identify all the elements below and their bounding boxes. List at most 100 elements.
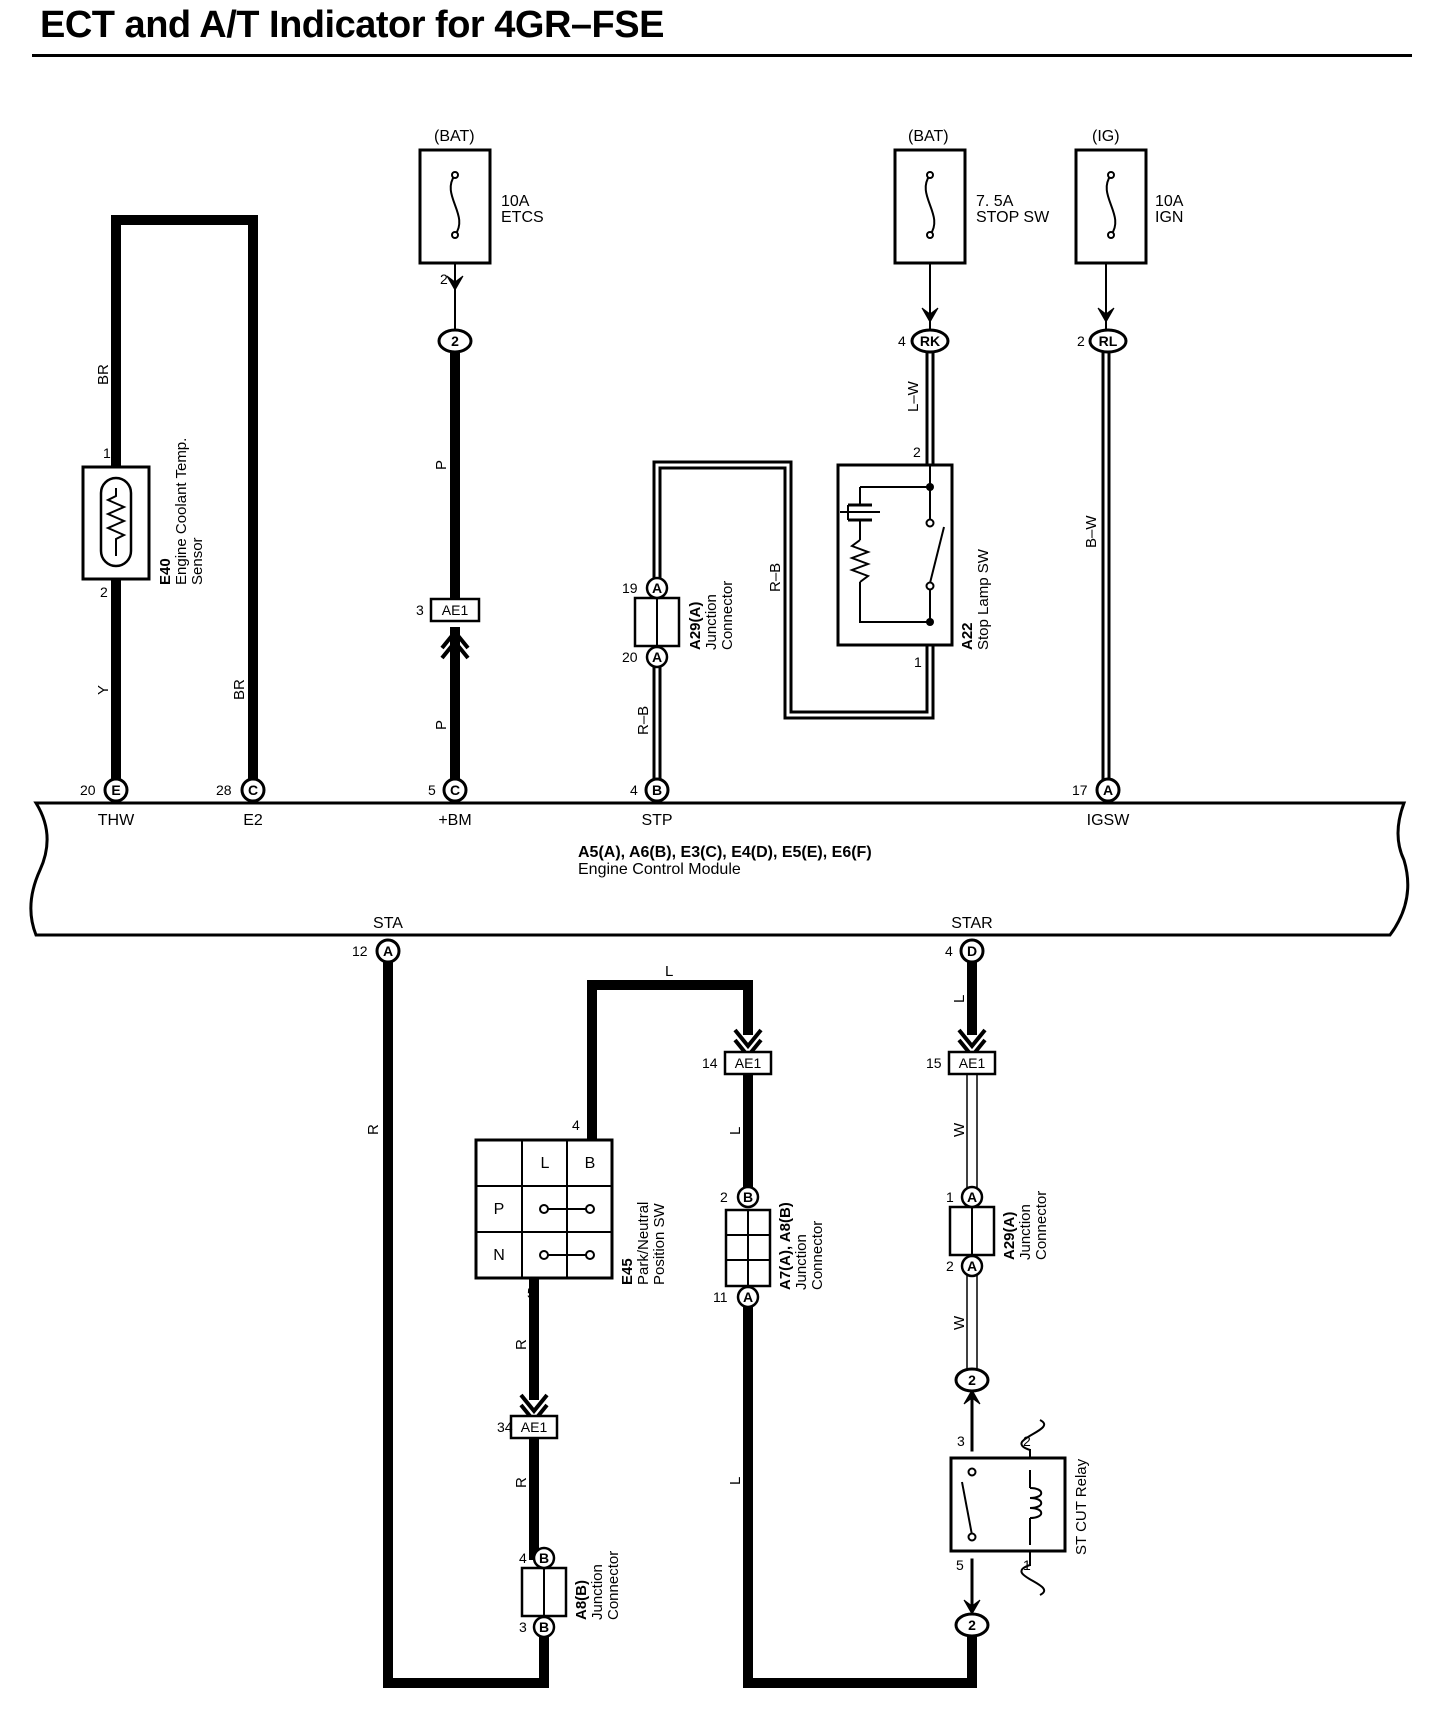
a7-a8-junction-connector: B A 2 11 A7(A), A8(B) Junction Connector [713, 1185, 826, 1309]
svg-text:Junction: Junction [589, 1564, 606, 1620]
svg-text:A29(A): A29(A) [1001, 1212, 1018, 1260]
pin-label: 2 [946, 1258, 954, 1274]
connector-ae1-b: AE1 14 [702, 1050, 773, 1076]
wire-l-top [587, 980, 753, 1145]
pin-label: 4 [572, 1117, 580, 1133]
connector-rk: RK 4 [898, 328, 950, 354]
ecm-terminal-star: STAR D 4 [945, 915, 993, 964]
svg-text:A: A [652, 580, 662, 596]
connector-ae1-d: AE1 34 [497, 1414, 559, 1440]
svg-text:B: B [585, 1155, 596, 1172]
svg-text:Park/Neutral: Park/Neutral [635, 1202, 652, 1285]
wire-r-sta [383, 955, 549, 1688]
pin-label: 4 [519, 1550, 527, 1566]
svg-text:L–W: L–W [905, 380, 922, 412]
svg-text:E2: E2 [243, 812, 263, 829]
fuse-ign: (IG) 10A IGN [1074, 128, 1184, 265]
svg-text:Junction: Junction [703, 594, 720, 650]
svg-text:Junction: Junction [1017, 1204, 1034, 1260]
a8b-junction-connector: B B 4 3 A8(B) Junction Connector [519, 1546, 622, 1639]
pin-label: 19 [622, 580, 638, 596]
pin-label: 11 [713, 1289, 728, 1305]
svg-text:2: 2 [451, 333, 459, 349]
chevron-down-icon [957, 1028, 987, 1050]
wires [111, 215, 1111, 1688]
svg-text:Sensor: Sensor [189, 537, 206, 585]
wire-w-upper [966, 1071, 978, 1194]
st-cut-relay: 2 3 2 5 1 ST CUT Relay 2 [949, 1367, 1090, 1638]
svg-text:N: N [493, 1247, 505, 1264]
svg-text:L: L [951, 995, 968, 1003]
svg-text:R: R [365, 1124, 382, 1135]
a29-junction-connector-bottom: A A 1 2 A29(A) Junction Connector [946, 1185, 1050, 1278]
e45-park-neutral-switch: L B P N 4 5 E45 Park/Neutral Position SW [474, 1117, 668, 1301]
svg-text:Y: Y [95, 685, 112, 695]
svg-text:AE1: AE1 [442, 602, 469, 618]
svg-text:A29(A): A29(A) [687, 602, 704, 650]
fuse-rating: 10A [1155, 193, 1184, 210]
svg-text:B: B [652, 782, 662, 798]
pin-label: 1 [1023, 1557, 1031, 1573]
svg-text:C: C [248, 782, 258, 798]
pin-label: 20 [622, 649, 638, 665]
svg-text:Connector: Connector [605, 1551, 622, 1620]
svg-text:2: 2 [968, 1372, 976, 1388]
svg-text:AE1: AE1 [521, 1419, 548, 1435]
fuse-name: STOP SW [976, 209, 1050, 226]
pin-label: 14 [702, 1055, 718, 1071]
svg-text:L: L [727, 1477, 744, 1485]
svg-text:E45: E45 [619, 1258, 636, 1285]
svg-text:STP: STP [641, 812, 672, 829]
svg-text:Connector: Connector [1033, 1191, 1050, 1260]
arrow-icon [921, 307, 939, 324]
svg-text:L: L [665, 963, 673, 980]
pin-label: 2 [440, 271, 448, 287]
svg-text:A: A [743, 1289, 753, 1305]
svg-text:Connector: Connector [809, 1221, 826, 1290]
svg-text:A7(A), A8(B): A7(A), A8(B) [777, 1202, 794, 1290]
wire-w-lower [966, 1266, 978, 1371]
svg-text:E: E [111, 782, 120, 798]
fuse-rating: 10A [501, 193, 530, 210]
pin-label: 2 [1023, 1433, 1031, 1449]
fuse-rating: 7. 5A [976, 193, 1014, 210]
svg-text:A22: A22 [959, 622, 976, 650]
pin-label: 1 [914, 654, 922, 670]
pin-label: 3 [519, 1619, 527, 1635]
pin-label: 2 [1077, 333, 1085, 349]
fuse-name: ETCS [501, 209, 544, 226]
wire-l-bottom [743, 1292, 977, 1688]
svg-text:IGSW: IGSW [1087, 812, 1131, 829]
svg-text:R: R [513, 1339, 530, 1350]
pin-label: 5 [956, 1557, 964, 1573]
svg-text:ST CUT Relay: ST CUT Relay [1073, 1458, 1090, 1555]
svg-text:AE1: AE1 [735, 1055, 762, 1071]
chevron-up-icon [440, 628, 470, 650]
pin-label: 2 [913, 444, 921, 460]
arrow-icon [963, 1599, 981, 1616]
pin-label: 3 [416, 602, 424, 618]
arrow-icon [963, 1388, 981, 1405]
svg-text:RK: RK [920, 333, 940, 349]
arrows [440, 275, 1115, 1616]
svg-text:Engine Coolant Temp.: Engine Coolant Temp. [173, 438, 190, 585]
arrow-icon [446, 275, 464, 292]
a22-stop-lamp-switch: 2 1 A22 Stop Lamp SW [836, 444, 992, 670]
pin-label: 15 [926, 1055, 942, 1071]
svg-text:Position SW: Position SW [651, 1202, 668, 1285]
connector-rl: RL 2 [1077, 328, 1128, 354]
svg-text:BR: BR [231, 679, 248, 700]
svg-text:A: A [967, 1258, 977, 1274]
e40-coolant-sensor: 1 2 E40 Engine Coolant Temp. Sensor [81, 438, 206, 600]
fuse-name: IGN [1155, 209, 1183, 226]
fuse-source: (BAT) [908, 128, 949, 145]
svg-text:STAR: STAR [951, 915, 992, 932]
svg-text:W: W [951, 1122, 968, 1137]
svg-text:BR: BR [95, 364, 112, 385]
chevron-down-icon [519, 1393, 549, 1415]
svg-text:L: L [541, 1155, 550, 1172]
pin-label: 1 [946, 1189, 954, 1205]
svg-text:A: A [652, 649, 662, 665]
svg-text:B–W: B–W [1083, 515, 1100, 548]
connector-ae1-c: AE1 15 [926, 1050, 997, 1076]
